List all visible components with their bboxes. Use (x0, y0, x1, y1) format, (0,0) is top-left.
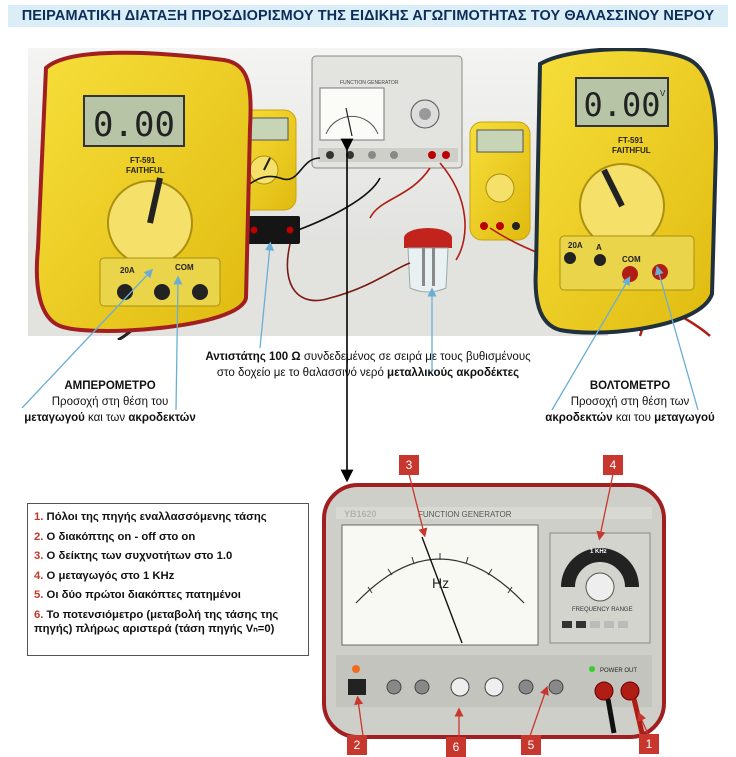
page-title: ΠΕΙΡΑΜΑΤΙΚΗ ΔΙΑΤΑΞΗ ΠΡΟΣΔΙΟΡΙΣΜΟΥ ΤΗΣ ΕΙ… (21, 8, 715, 24)
voltmeter-unit: V (660, 89, 666, 98)
frequency-knob-label: 1 KHz (590, 549, 607, 555)
tag-4: 4 (603, 455, 623, 475)
resistor-text-1: συνδεδεμένος σε σειρά με τους βυθισμένου… (300, 351, 531, 363)
title-banner: ΠΕΙΡΑΜΑΤΙΚΗ ΔΙΑΤΑΞΗ ΠΡΟΣΔΙΟΡΙΣΜΟΥ ΤΗΣ ΕΙ… (8, 5, 728, 27)
voltmeter-device: 0.00 V FT-591 FAITHFUL 20A A COM (533, 48, 719, 335)
legend-item-6: 6. Το ποτενσιόμετρο (μεταβολή της τάσης … (34, 608, 279, 635)
legend-item-3: 3. Ο δείκτης των συχνοτήτων στο 1.0 (34, 550, 233, 562)
tag-6: 6 (446, 737, 466, 757)
legend-item-5: 5. Οι δύο πρώτοι διακόπτες πατημένοι (34, 589, 241, 601)
tag-3: 3 (399, 455, 419, 475)
frequency-range-label: FREQUENCY RANGE (572, 607, 633, 613)
experiment-setup-photo: FUNCTION GENERATOR (28, 48, 719, 340)
ammeter-model: FAITHFUL (126, 166, 165, 175)
resistor-text-2: στο δοχείο με το θαλασσινό νερό (216, 367, 388, 379)
resistor-title: Αντιστάτης 100 Ω (205, 351, 301, 363)
function-generator-device: FUNCTION GENERATOR (311, 55, 463, 169)
ammeter-note-bold-1: μεταγωγού (24, 412, 85, 424)
ammeter-callout: ΑΜΠΕΡΟΜΕΤΡΟ Προσοχή στη θέση του μεταγωγ… (10, 378, 210, 426)
ammeter-note: Προσοχή στη θέση του (51, 396, 169, 408)
function-generator-closeup: YB1620 FUNCTION GENERATOR Hz 1 KHz FREQU… (322, 483, 666, 739)
small-multimeter-right (469, 121, 531, 241)
bg-generator-label: FUNCTION GENERATOR (340, 80, 399, 86)
resistor-callout: Αντιστάτης 100 Ω συνδεδεμένος σε σειρά μ… (178, 349, 558, 381)
generator-brand: YB1620 (344, 509, 377, 519)
resistor-bold-2: μεταλλικούς ακροδέκτες (387, 367, 520, 379)
voltmeter-jack-a: A (596, 243, 602, 252)
voltmeter-display: 0.00 (583, 86, 660, 124)
ammeter-note-bold-2: ακροδεκτών (128, 412, 196, 424)
voltmeter-note: Προσοχή στη θέση των (570, 396, 690, 408)
legend-item-4: 4. Ο μεταγωγός στο 1 KHz (34, 569, 175, 582)
power-out-label: POWER OUT (600, 668, 637, 674)
tag-1: 1 (639, 734, 659, 754)
seawater-beaker (404, 228, 452, 293)
ammeter-note-mid: και των (84, 412, 129, 424)
tag-2: 2 (347, 735, 367, 755)
ammeter-display: 0.00 (93, 105, 175, 145)
ammeter-jack-20a: 20A (120, 266, 135, 275)
resistor-box (244, 216, 300, 244)
tag-5: 5 (521, 735, 541, 755)
legend-item-1: 1. Πόλοι της πηγής εναλλασσόμενης τάσης (34, 511, 267, 523)
voltmeter-model: FAITHFUL (612, 146, 651, 155)
voltmeter-callout: ΒΟΛΤΟΜΕΤΡΟ Προσοχή στη θέση των ακροδεκτ… (540, 378, 720, 426)
voltmeter-jack-com: COM (622, 255, 641, 264)
generator-title: FUNCTION GENERATOR (418, 510, 512, 519)
legend-item-2: 2. Ο διακόπτης on - off στο on (34, 530, 196, 543)
voltmeter-note-bold-1: ακροδεκτών (545, 412, 613, 424)
voltmeter-brand: FT-591 (618, 136, 644, 145)
generator-scale-unit: Hz (432, 575, 449, 591)
ammeter-brand: FT-591 (130, 156, 156, 165)
legend-box: 1. Πόλοι της πηγής εναλλασσόμενης τάσης … (27, 503, 309, 656)
voltmeter-note-mid: και του (612, 412, 655, 424)
ammeter-jack-com: COM (175, 263, 194, 272)
voltmeter-title: ΒΟΛΤΟΜΕΤΡΟ (589, 380, 671, 392)
voltmeter-note-bold-2: μεταγωγού (654, 412, 715, 424)
ammeter-title: ΑΜΠΕΡΟΜΕΤΡΟ (64, 380, 156, 392)
ammeter-device: 0.00 FT-591 FAITHFUL 20A COM (34, 50, 253, 333)
voltmeter-jack-20a: 20A (568, 241, 583, 250)
